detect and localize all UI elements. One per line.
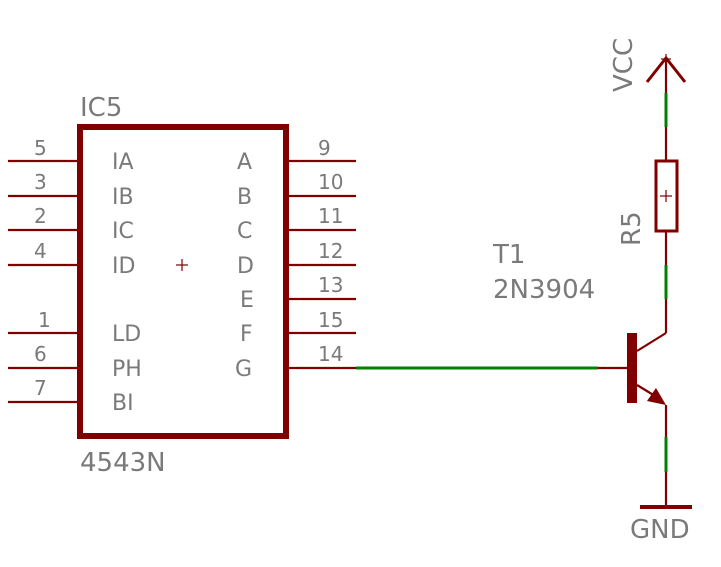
pin-number-id: 4 — [34, 239, 47, 263]
vcc-label: VCC — [609, 38, 639, 92]
transistor-base-bar — [627, 333, 637, 403]
pin-name-ph: PH — [112, 357, 142, 382]
pin-number-ic: 2 — [34, 204, 47, 228]
pin-number-c: 11 — [318, 204, 343, 228]
pin-name-ld: LD — [112, 322, 141, 347]
resistor-reference-label: R5 — [617, 211, 647, 246]
pin-number-bi: 7 — [34, 376, 47, 400]
ic-part-label: 4543N — [80, 448, 166, 478]
gnd-label: GND — [630, 515, 690, 545]
transistor-collector-leg — [636, 332, 667, 352]
pin-number-g: 14 — [318, 342, 343, 366]
pin-number-ib: 3 — [34, 170, 47, 194]
pin-name-ib: IB — [112, 185, 134, 210]
pin-number-a: 9 — [318, 136, 331, 160]
pin-name-id: ID — [112, 254, 135, 279]
transistor-reference-label: T1 — [492, 240, 525, 270]
pin-name-ic: IC — [112, 219, 134, 244]
pin-name-g: G — [235, 357, 252, 382]
pin-name-a: A — [237, 150, 252, 175]
pin-name-e: E — [240, 288, 254, 313]
pin-number-ph: 6 — [34, 342, 47, 366]
transistor-t1[interactable] — [627, 332, 667, 405]
pin-number-b: 10 — [318, 170, 343, 194]
pin-name-f: F — [240, 322, 253, 347]
ic-left-pins — [8, 159, 80, 404]
transistor-emitter-arrow — [647, 388, 666, 405]
resistor-origin-cross — [660, 190, 672, 202]
pin-name-d: D — [237, 254, 254, 279]
ic-right-pins — [286, 159, 356, 370]
ic-origin-cross — [176, 259, 188, 271]
ic-body[interactable] — [77, 124, 289, 439]
pin-number-d: 12 — [318, 239, 343, 263]
pin-name-c: C — [237, 219, 252, 244]
pin-number-e: 13 — [318, 273, 343, 297]
pin-name-bi: BI — [112, 391, 134, 416]
pin-number-f: 15 — [318, 308, 343, 332]
pin-number-ia: 5 — [34, 136, 47, 160]
vcc-origin-cross — [661, 54, 671, 64]
pin-number-ld: 1 — [38, 308, 51, 332]
ic-reference-label: IC5 — [80, 93, 122, 123]
transistor-part-label: 2N3904 — [493, 275, 595, 305]
pin-name-ia: IA — [112, 150, 134, 175]
pin-name-b: B — [237, 185, 252, 210]
